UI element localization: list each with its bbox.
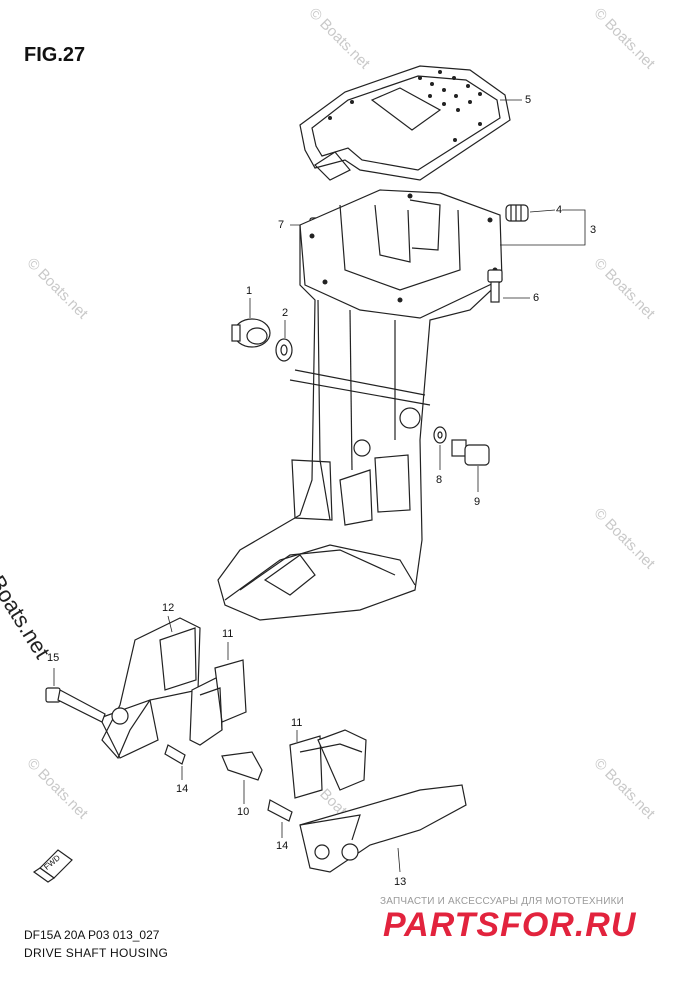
plug-part: [505, 204, 529, 222]
washer-part: [433, 426, 447, 444]
callout-12: 12: [162, 602, 175, 614]
stopper-part: [221, 751, 263, 781]
callout-14-upper: 14: [176, 783, 189, 795]
mount-rubber-part: [289, 729, 367, 799]
callout-3: 3: [590, 224, 597, 236]
bracket-part: [99, 617, 201, 760]
callout-13: 13: [394, 876, 407, 888]
pin-part: [267, 799, 293, 822]
callout-2: 2: [282, 307, 289, 319]
pin-part: [164, 744, 186, 765]
forward-arrow-icon: [32, 849, 73, 883]
callout-5: 5: [525, 94, 532, 106]
drive-shaft-housing-part: [217, 189, 503, 621]
cap-part: [231, 318, 271, 348]
gasket-part: [299, 65, 511, 181]
diagram-subtitle: DRIVE SHAFT HOUSING: [24, 946, 169, 960]
callout-6: 6: [533, 292, 540, 304]
callout-9: 9: [474, 496, 481, 508]
clamp-bracket-part: [299, 784, 467, 873]
bolt-part: [487, 269, 503, 303]
callout-11-upper: 11: [222, 628, 234, 640]
callout-4: 4: [556, 204, 563, 216]
model-code: DF15A 20A P03 013_027: [24, 928, 160, 942]
callout-11-lower: 11: [291, 717, 303, 729]
washer-part: [275, 338, 293, 362]
callout-8: 8: [436, 474, 443, 486]
callout-15: 15: [47, 652, 60, 664]
drain-bolt-part: [451, 439, 490, 466]
shop-logo: PARTSFOR.RU: [383, 906, 637, 944]
callout-10: 10: [237, 806, 250, 818]
figure-title: FIG.27: [24, 44, 86, 66]
callout-1: 1: [246, 285, 253, 297]
mount-rubber-part: [189, 659, 247, 746]
callout-14-lower: 14: [276, 840, 289, 852]
shop-tagline: ЗАПЧАСТИ И АКСЕССУАРЫ ДЛЯ МОТОТЕХНИКИ: [380, 896, 625, 907]
callout-7: 7: [278, 219, 285, 231]
bolt-part: [45, 687, 106, 723]
